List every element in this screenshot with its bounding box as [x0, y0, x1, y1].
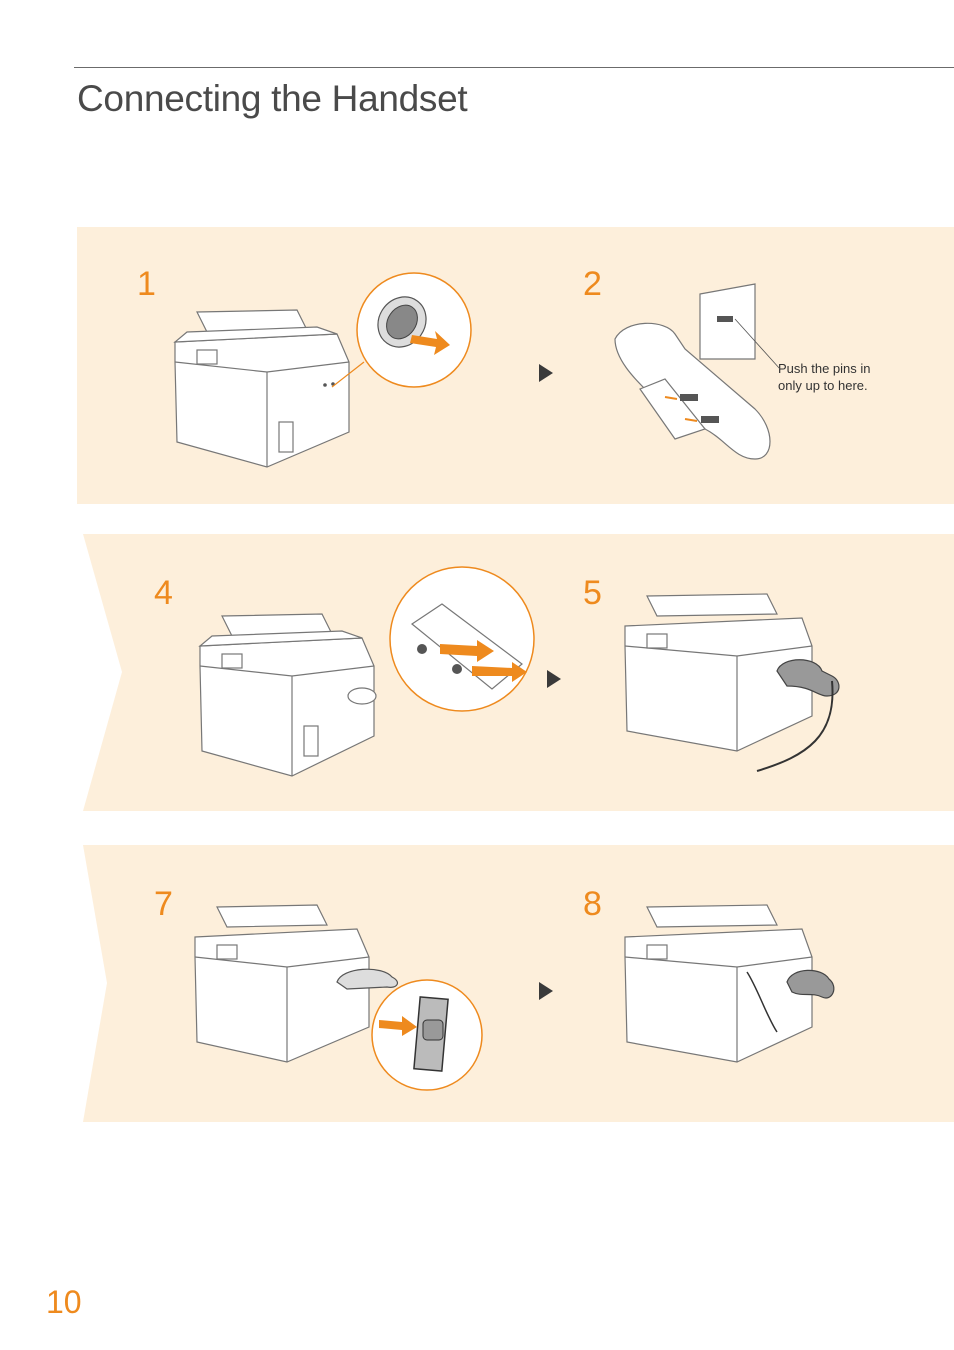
next-step-arrow-icon: [539, 364, 553, 382]
step-number-7: 7: [154, 885, 173, 923]
step-number-1: 1: [137, 265, 156, 303]
step-panel-1: 1 2 Push the pins in only up to here.: [77, 227, 954, 504]
next-step-arrow-icon: [547, 670, 561, 688]
orange-direction-arrow-icon: [440, 640, 494, 662]
page-number: 10: [46, 1284, 82, 1320]
orange-direction-arrow-icon: [379, 1016, 417, 1036]
cord-holder-zoom: [371, 979, 483, 1091]
step-number-5: 5: [583, 574, 602, 612]
step-number-8: 8: [583, 885, 602, 923]
page-title: Connecting the Handset: [77, 78, 468, 119]
printer-cord-routed-illustration: [624, 904, 835, 1063]
next-step-arrow-icon: [539, 982, 553, 1000]
step-number-2: 2: [583, 265, 602, 303]
header-rule: [74, 67, 954, 68]
step-panel-3: 7 8: [77, 845, 954, 1122]
printer-illustration: [198, 613, 377, 777]
pin-depth-callout: Push the pins in only up to here.: [778, 361, 871, 393]
step-panel-2: 4 5: [77, 534, 954, 811]
printer-illustration: [173, 309, 350, 468]
orange-direction-arrow-icon: [472, 662, 527, 682]
step-number-4: 4: [154, 574, 173, 612]
bracket-attach-zoom: [389, 566, 535, 712]
orange-direction-arrow-icon: [410, 331, 450, 355]
printer-with-handset-illustration: [624, 593, 840, 772]
cover-removal-zoom: [331, 272, 472, 388]
printer-with-handset-illustration: [194, 904, 399, 1063]
handset-pins-illustration: [614, 283, 781, 460]
